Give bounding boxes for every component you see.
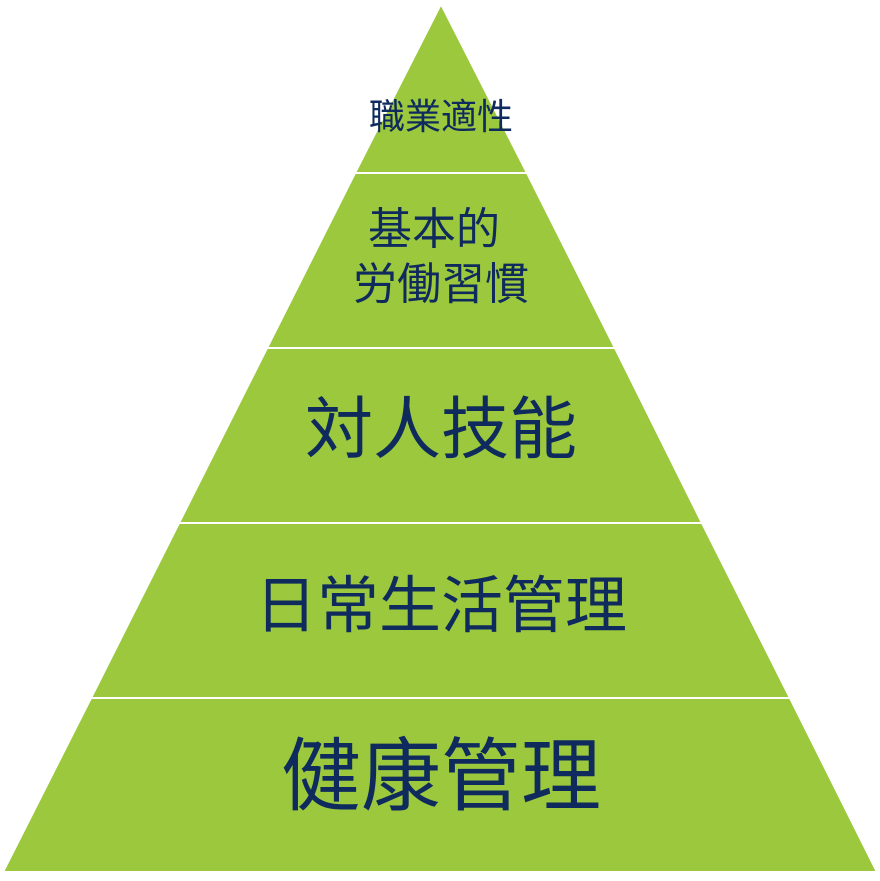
level-2-label: 基本的 労働習慣 <box>353 204 529 310</box>
level-3-label: 対人技能 <box>305 391 577 470</box>
pyramid-level-5 <box>1 697 879 873</box>
pyramid-level-1 <box>353 1 529 174</box>
level-1-label: 職業適性 <box>369 97 513 138</box>
level-5-label: 健康管理 <box>281 730 601 823</box>
level-2-label-line-2: 労働習慣 <box>353 259 529 310</box>
level-2-label-line-1: 基本的 <box>368 204 500 255</box>
level-4-label: 日常生活管理 <box>255 569 627 642</box>
